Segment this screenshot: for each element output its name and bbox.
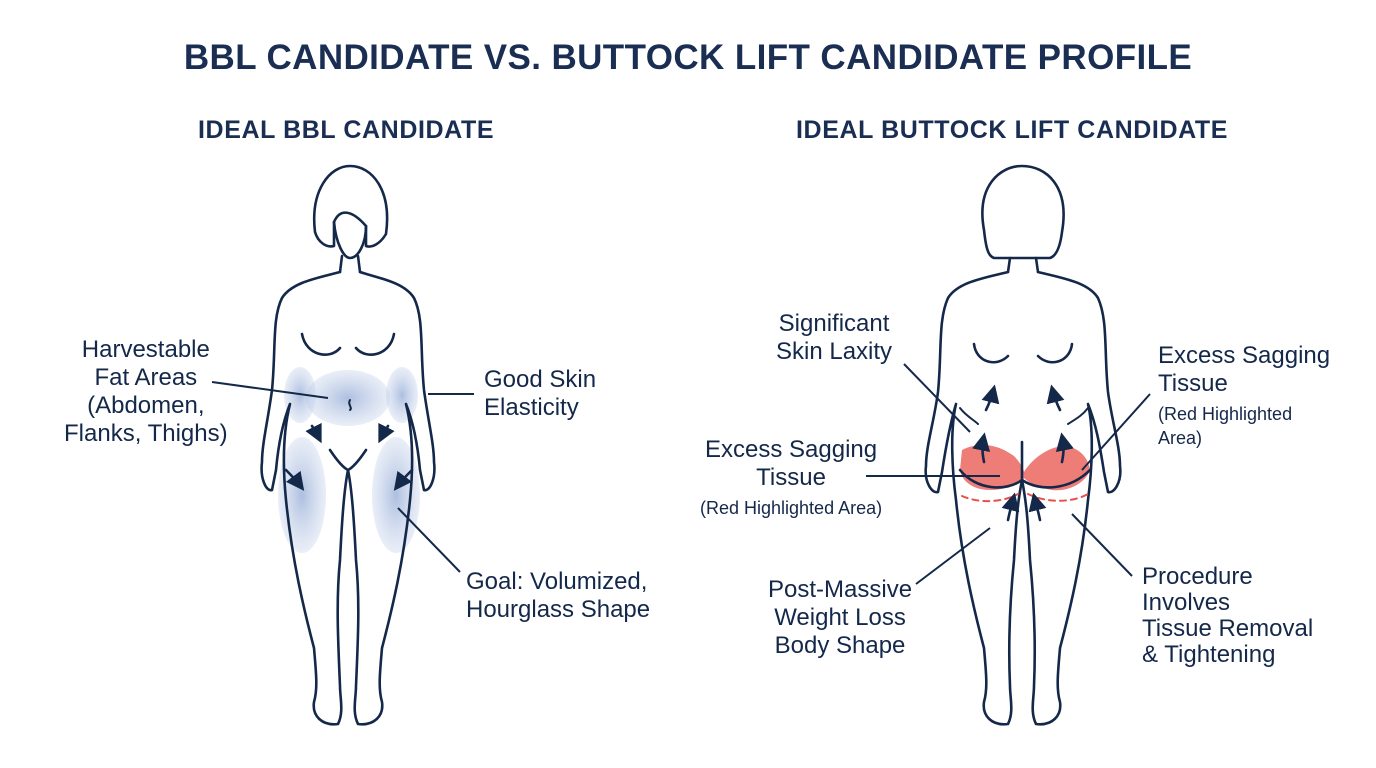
- lift-figure: [924, 164, 1122, 726]
- bbl-hair: [312, 164, 389, 248]
- label-harvestable-fat: Harvestable Fat Areas (Abdomen, Flanks, …: [64, 336, 228, 447]
- label-sagging-tissue-left: Excess Sagging Tissue (Red Highlighted A…: [700, 436, 883, 518]
- lift-leader-lines: [866, 363, 1151, 585]
- bbl-face: [332, 220, 368, 260]
- bbl-figure: [260, 164, 436, 726]
- label-good-skin-elasticity: Good Skin Elasticity: [484, 366, 597, 421]
- bbl-heading: IDEAL BBL CANDIDATE: [198, 116, 495, 144]
- lift-heading: IDEAL BUTTOCK LIFT CANDIDATE: [796, 116, 1229, 144]
- label-post-weight-loss: Post-Massive Weight Loss Body Shape: [768, 576, 913, 659]
- label-goal-hourglass: Goal: Volumized, Hourglass Shape: [466, 568, 651, 623]
- page-title: BBL CANDIDATE VS. BUTTOCK LIFT CANDIDATE…: [183, 38, 1193, 77]
- label-procedure: Procedure Involves Tissue Removal & Tigh…: [1142, 563, 1314, 668]
- label-skin-laxity: Significant Skin Laxity: [776, 310, 893, 365]
- abdomen-fat-area: [306, 370, 390, 426]
- bbl-leader-lines: [211, 381, 474, 573]
- right-flank-fat-area: [386, 367, 418, 423]
- lift-body-outline: [924, 270, 1122, 726]
- lift-head: [981, 164, 1065, 260]
- label-sagging-tissue-right: Excess Sagging Tissue (Red Highlighted A…: [1158, 342, 1331, 448]
- sagging-tissue-area: [960, 444, 1090, 491]
